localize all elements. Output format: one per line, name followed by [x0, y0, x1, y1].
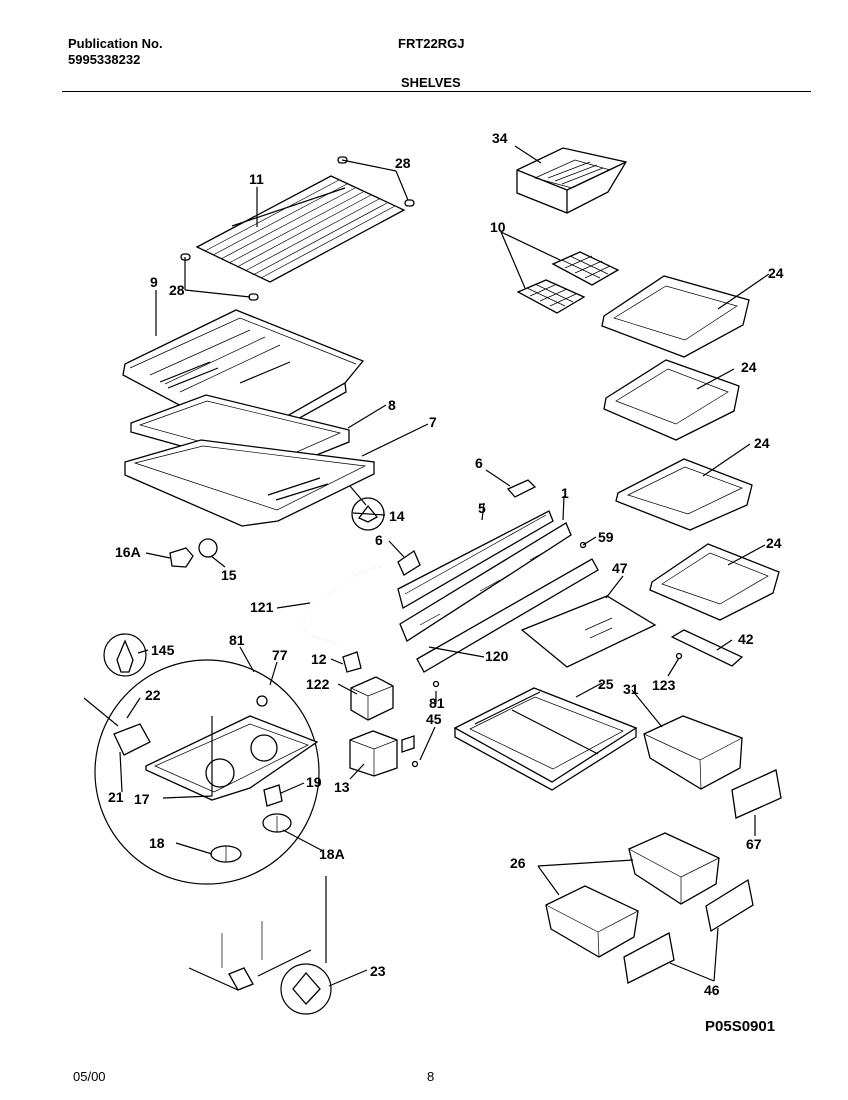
part-6-brackets	[397, 479, 537, 576]
part-23-detail	[280, 963, 332, 1015]
publication-label: Publication No.	[68, 36, 163, 51]
callout-12: 12	[311, 651, 327, 667]
part-122-cover	[350, 676, 394, 721]
model-number: FRT22RGJ	[398, 36, 465, 51]
header-rule	[62, 91, 811, 92]
callout-13: 13	[334, 779, 350, 795]
part-77-washer	[256, 695, 268, 707]
part-46-pan-fronts	[623, 878, 754, 984]
cabinet-bottom-outline	[188, 876, 327, 991]
callout-18: 18	[149, 835, 165, 851]
callout-25: 25	[598, 676, 614, 692]
callout-120: 120	[485, 648, 509, 664]
part-7-shelf-frame	[124, 439, 375, 527]
callout-34: 34	[492, 130, 508, 146]
callout-28: 28	[169, 282, 185, 298]
callout-26: 26	[510, 855, 526, 871]
footer-date: 05/00	[73, 1069, 106, 1084]
part-31-pan	[643, 715, 743, 790]
callout-6: 6	[375, 532, 383, 548]
callout-leader-lines	[83, 145, 770, 987]
part-5-rail	[397, 510, 554, 609]
callout-19: 19	[306, 774, 322, 790]
callout-24: 24	[754, 435, 770, 451]
part-24-glass-shelves	[601, 275, 780, 621]
callout-47: 47	[612, 560, 628, 576]
callout-122: 122	[306, 676, 330, 692]
callout-24: 24	[766, 535, 782, 551]
part-16a-15-light	[169, 538, 218, 568]
part-145-bulb-detail	[103, 633, 147, 677]
callout-21: 21	[108, 789, 124, 805]
callout-81: 81	[429, 695, 445, 711]
publication-number: 5995338232	[68, 52, 141, 67]
part-67-pan-front	[731, 769, 782, 819]
callout-46: 46	[704, 982, 720, 998]
part-45-screw	[411, 760, 419, 768]
callout-17: 17	[134, 791, 150, 807]
callout-1: 1	[561, 485, 569, 501]
callout-16a: 16A	[115, 544, 141, 560]
part-123-screw	[675, 652, 683, 660]
callout-123: 123	[652, 677, 676, 693]
callout-11: 11	[249, 171, 264, 187]
page-number: 8	[427, 1069, 435, 1084]
part-121-tubing	[302, 566, 382, 661]
callout-10: 10	[490, 219, 506, 235]
callout-18a: 18A	[319, 846, 345, 862]
callout-28: 28	[395, 155, 411, 171]
callout-7: 7	[429, 414, 437, 430]
part-81-screw	[432, 680, 440, 688]
part-12-switch	[342, 651, 362, 673]
section-title: SHELVES	[401, 75, 461, 90]
detail-circle-light-assembly	[94, 659, 320, 885]
callout-24: 24	[768, 265, 784, 281]
callout-59: 59	[598, 529, 614, 545]
callout-145: 145	[151, 642, 175, 658]
callout-5: 5	[478, 500, 486, 516]
callout-77: 77	[272, 647, 288, 663]
callout-45: 45	[426, 711, 442, 727]
part-10-ice-trays	[516, 251, 620, 314]
figure-code: P05S0901	[705, 1018, 776, 1035]
part-120-lower-rail	[416, 558, 599, 673]
callout-81: 81	[229, 632, 245, 648]
callout-23: 23	[370, 963, 386, 979]
callout-14: 14	[389, 508, 405, 524]
part-1-rail	[399, 522, 572, 642]
callout-24: 24	[741, 359, 757, 375]
part-11-wire-shelf	[195, 175, 406, 283]
callout-121: 121	[250, 599, 274, 615]
part-47-glass-panel	[520, 595, 657, 668]
callout-42: 42	[738, 631, 754, 647]
callout-67: 67	[746, 836, 762, 852]
part-34-ice-bin	[516, 147, 628, 214]
callout-31: 31	[623, 681, 639, 697]
callout-9: 9	[150, 274, 158, 290]
part-25-crisper-cover	[453, 687, 638, 791]
part-13-housing	[349, 730, 415, 777]
callout-8: 8	[388, 397, 396, 413]
callout-15: 15	[221, 567, 237, 583]
part-42-rail	[670, 629, 744, 667]
callout-6: 6	[475, 455, 483, 471]
part-26-pans	[545, 832, 720, 958]
callout-numbers: 34 28 11 10 24 9 28 24 8 7 24 6 1 5 14 5…	[108, 130, 784, 998]
callout-22: 22	[145, 687, 161, 703]
